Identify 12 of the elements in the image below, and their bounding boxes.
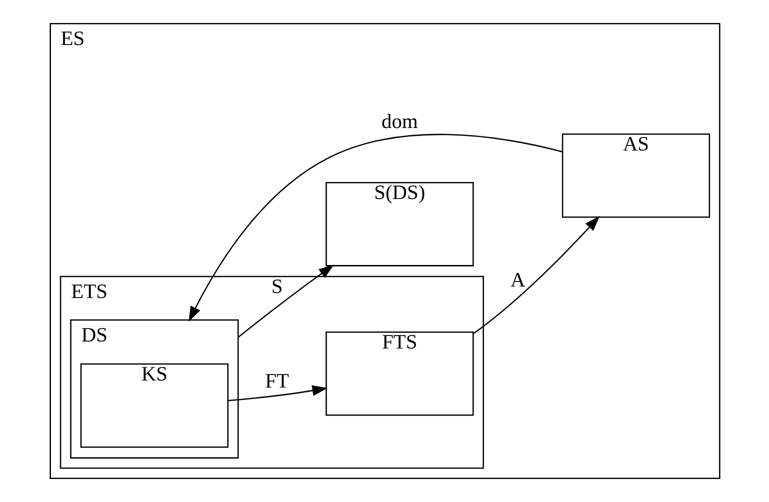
node-box: S(DS) bbox=[325, 182, 474, 266]
arrow bbox=[227, 385, 328, 402]
arrow bbox=[188, 134, 562, 322]
edge-label: S bbox=[270, 276, 282, 298]
arrow bbox=[237, 264, 334, 338]
edge-label: FT bbox=[264, 370, 288, 392]
edge-label: A bbox=[510, 270, 525, 292]
node-box: KS bbox=[80, 363, 228, 448]
arrow bbox=[472, 216, 600, 334]
node-box: FTS bbox=[325, 331, 474, 416]
edge-label: dom bbox=[381, 111, 418, 134]
node-box: AS bbox=[561, 133, 710, 218]
